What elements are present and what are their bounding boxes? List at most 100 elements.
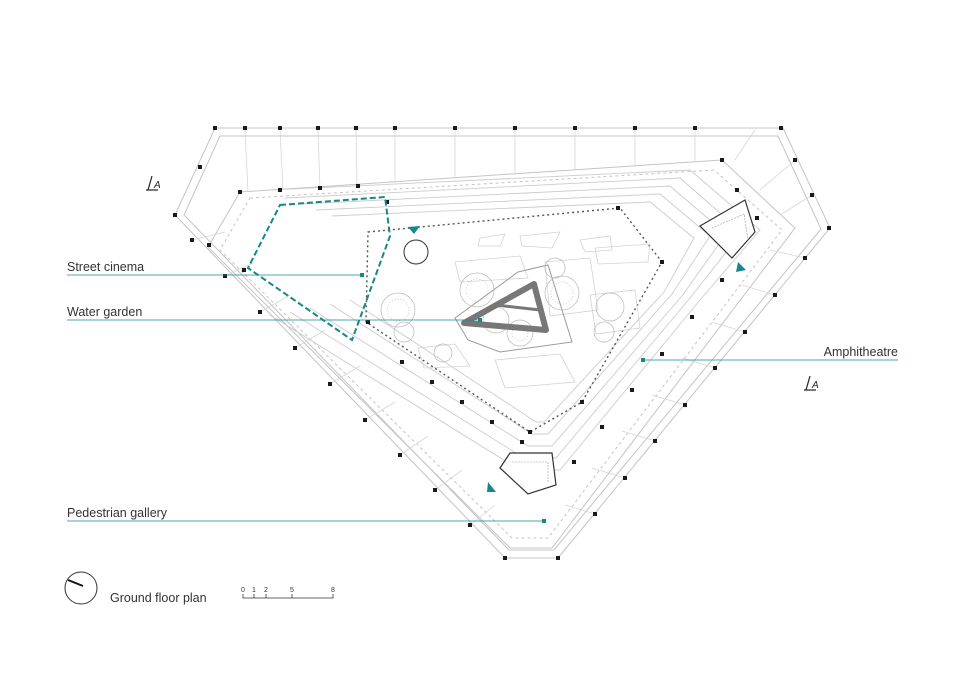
- stair-core-east: [699, 199, 756, 259]
- trees: [380, 257, 625, 363]
- water-pool: [454, 264, 573, 353]
- rib: [399, 435, 429, 456]
- rib: [564, 504, 596, 515]
- section-label-right: A: [811, 380, 819, 391]
- paving-slab: [594, 243, 651, 265]
- scale-tick-label: 0: [241, 587, 245, 594]
- rib: [651, 394, 686, 406]
- column: [453, 126, 457, 130]
- column: [258, 310, 262, 314]
- rib: [294, 329, 326, 349]
- round-kiosk: [403, 239, 429, 265]
- paving-slab: [519, 231, 561, 249]
- label-pedestrian-gallery: Pedestrian gallery: [67, 506, 168, 520]
- column: [827, 226, 831, 230]
- rib: [769, 249, 806, 259]
- column: [385, 200, 389, 204]
- terrace-line: [299, 185, 727, 447]
- rib: [741, 284, 776, 296]
- paving-slab: [544, 257, 599, 317]
- rib: [434, 469, 463, 491]
- column: [460, 400, 464, 404]
- paving-slab: [477, 233, 506, 247]
- leader-dot: [542, 519, 546, 523]
- plaza-paving: [417, 231, 651, 389]
- entry-arrows: [408, 226, 746, 492]
- rib: [191, 231, 226, 241]
- column: [400, 360, 404, 364]
- callout-street-cinema: Street cinema: [67, 260, 364, 277]
- paving-slab: [417, 343, 471, 369]
- stair-core-outline: [699, 199, 756, 259]
- column: [190, 238, 194, 242]
- tree: [393, 321, 415, 343]
- rib: [759, 159, 796, 191]
- terrace-lines: [269, 169, 761, 471]
- scale-tick-label: 5: [290, 587, 294, 594]
- section-line: [147, 175, 153, 191]
- tree: [595, 292, 625, 322]
- column: [735, 188, 739, 192]
- central-sculpture: [461, 281, 549, 333]
- rib: [711, 321, 746, 333]
- column: [580, 400, 584, 404]
- column: [720, 278, 724, 282]
- sculpture-brace: [495, 303, 541, 312]
- leader-dot: [478, 318, 482, 322]
- tree: [459, 272, 495, 308]
- columns: [173, 126, 831, 560]
- column: [278, 188, 282, 192]
- column: [600, 425, 604, 429]
- terrace-line: [315, 193, 711, 435]
- entry-arrow-south: [487, 482, 496, 492]
- tree: [386, 298, 410, 322]
- column: [755, 216, 759, 220]
- plan-title: Ground floor plan: [110, 591, 207, 605]
- callout-amphitheatre: Amphitheatre: [641, 345, 898, 362]
- rib: [734, 129, 756, 161]
- rib: [469, 504, 496, 526]
- column: [366, 320, 370, 324]
- column: [430, 380, 434, 384]
- entry-arrow-north: [408, 226, 420, 234]
- tree: [550, 281, 574, 305]
- rib: [591, 467, 626, 479]
- label-street-cinema: Street cinema: [67, 260, 144, 274]
- column: [556, 556, 560, 560]
- rib: [244, 129, 249, 193]
- label-water-garden: Water garden: [67, 305, 142, 319]
- section-label-left: A: [153, 180, 161, 191]
- column: [623, 476, 627, 480]
- grid-ribs: [191, 129, 813, 526]
- street-cinema-area: [246, 195, 392, 342]
- north-arrow: [64, 571, 98, 605]
- column: [773, 293, 777, 297]
- tree: [544, 257, 566, 279]
- tree: [433, 343, 453, 363]
- column: [520, 440, 524, 444]
- column: [356, 184, 360, 188]
- column: [398, 453, 402, 457]
- column: [213, 126, 217, 130]
- column: [713, 366, 717, 370]
- leader-dot: [641, 358, 645, 362]
- column: [278, 126, 282, 130]
- north-arrow-needle: [67, 579, 84, 587]
- section-line: [805, 375, 811, 391]
- column: [660, 260, 664, 264]
- scale-bar-line: [242, 594, 334, 599]
- column: [693, 126, 697, 130]
- column: [223, 274, 227, 278]
- column: [393, 126, 397, 130]
- rib: [364, 401, 396, 421]
- column: [653, 439, 657, 443]
- column: [593, 512, 597, 516]
- label-amphitheatre: Amphitheatre: [824, 345, 898, 359]
- column: [683, 403, 687, 407]
- column: [318, 186, 322, 190]
- rib: [224, 261, 256, 277]
- north-arrow-circle: [64, 571, 98, 605]
- column: [690, 315, 694, 319]
- callout-water-garden: Water garden: [67, 305, 482, 322]
- rib: [329, 365, 361, 385]
